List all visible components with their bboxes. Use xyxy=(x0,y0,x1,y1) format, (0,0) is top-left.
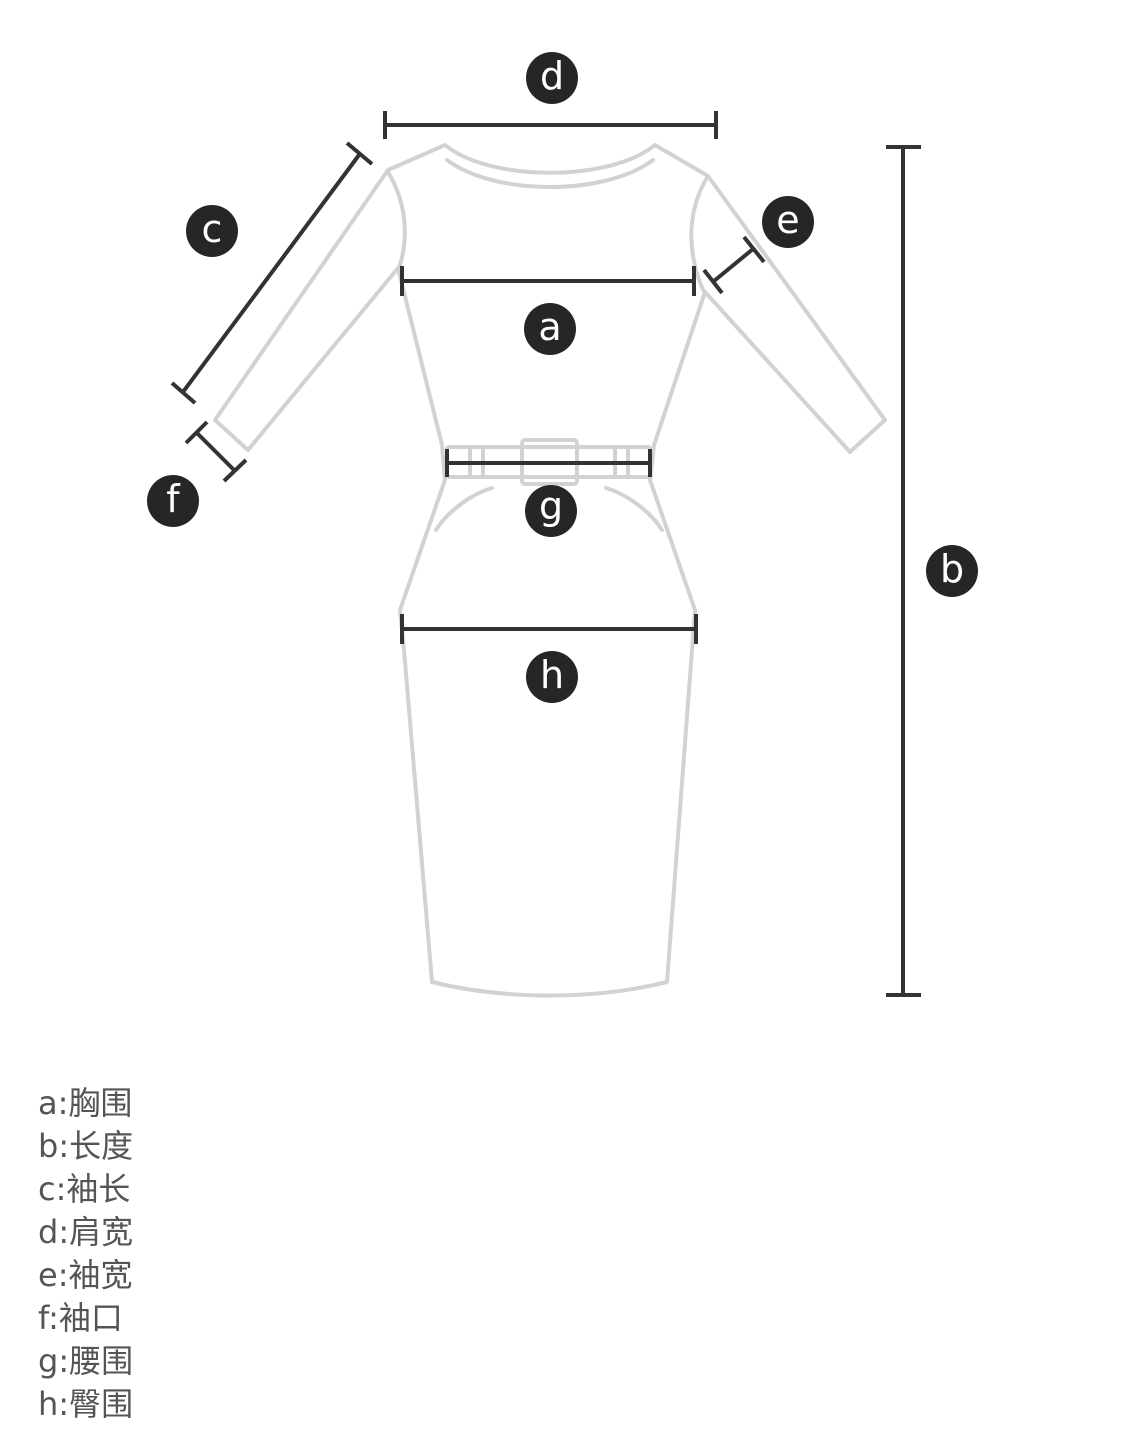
marker-b: b xyxy=(926,545,978,597)
pocket-left xyxy=(434,486,494,532)
dress-outline xyxy=(213,143,887,998)
left-armhole xyxy=(386,170,407,270)
marker-e: e xyxy=(762,196,814,248)
marker-a: a xyxy=(524,303,576,355)
dim-line-f xyxy=(195,431,237,473)
legend-item-g: g:腰围 xyxy=(38,1342,134,1380)
legend-item-c: c:袖长 xyxy=(38,1170,131,1208)
marker-g: g xyxy=(525,484,577,537)
dress-body-outline xyxy=(213,143,887,998)
legend-item-d: d:肩宽 xyxy=(38,1213,134,1251)
marker-label-h: h xyxy=(540,653,564,697)
measurement-legend: a:胸围 b:长度 c:袖长 d:肩宽 e:袖宽 f:袖口 g:腰围 h:臀围 xyxy=(38,1082,133,1426)
pocket-right xyxy=(604,486,664,532)
legend-item-h: h:臀围 xyxy=(38,1385,134,1423)
dim-tick-e-bottom xyxy=(702,268,724,295)
dim-tick-f-top xyxy=(184,420,209,445)
dim-tick-e-top xyxy=(742,235,766,264)
dim-line-e xyxy=(712,247,755,283)
dim-line-c xyxy=(181,153,361,394)
marker-label-c: c xyxy=(202,207,223,251)
marker-f: f xyxy=(147,475,199,527)
neckline-inner xyxy=(445,158,655,189)
legend-item-b: b:长度 xyxy=(38,1127,134,1165)
marker-c: c xyxy=(186,205,238,257)
dim-tick-c-bottom xyxy=(170,381,197,405)
legend-item-a: a:胸围 xyxy=(38,1084,133,1122)
right-armhole xyxy=(689,174,710,292)
dim-tick-f-bottom xyxy=(222,458,248,483)
dress-size-diagram: d c e a f g b h xyxy=(147,52,978,998)
marker-label-b: b xyxy=(940,547,964,591)
marker-label-f: f xyxy=(166,477,181,521)
dimension-lines xyxy=(170,111,921,997)
marker-label-g: g xyxy=(539,484,563,528)
marker-d: d xyxy=(526,52,578,104)
dim-tick-c-top xyxy=(345,141,374,166)
legend-item-f: f:袖口 xyxy=(38,1299,123,1337)
marker-label-d: d xyxy=(540,54,564,98)
marker-label-a: a xyxy=(538,305,561,349)
marker-label-e: e xyxy=(776,198,799,242)
legend-item-e: e:袖宽 xyxy=(38,1256,133,1294)
marker-h: h xyxy=(526,651,578,703)
